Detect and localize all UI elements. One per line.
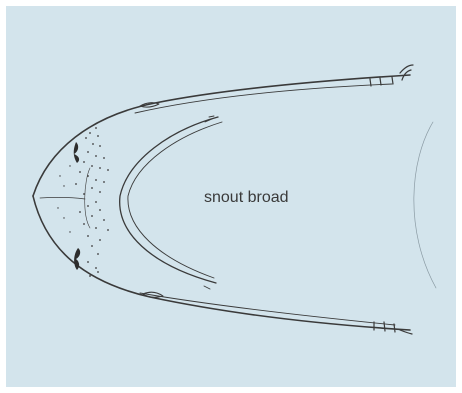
- head-outline-upper: [33, 75, 410, 196]
- upper-inner-line: [135, 84, 392, 113]
- upper-nostril: [74, 142, 79, 163]
- gill-curve: [414, 122, 436, 288]
- nasal-tick-lower: [204, 286, 210, 289]
- rostral-arc: [85, 168, 90, 228]
- rostral-ridge: [40, 197, 85, 199]
- head-outline-lower: [33, 196, 410, 330]
- caption-label: snout broad: [204, 189, 289, 207]
- lower-inner-line: [140, 293, 395, 325]
